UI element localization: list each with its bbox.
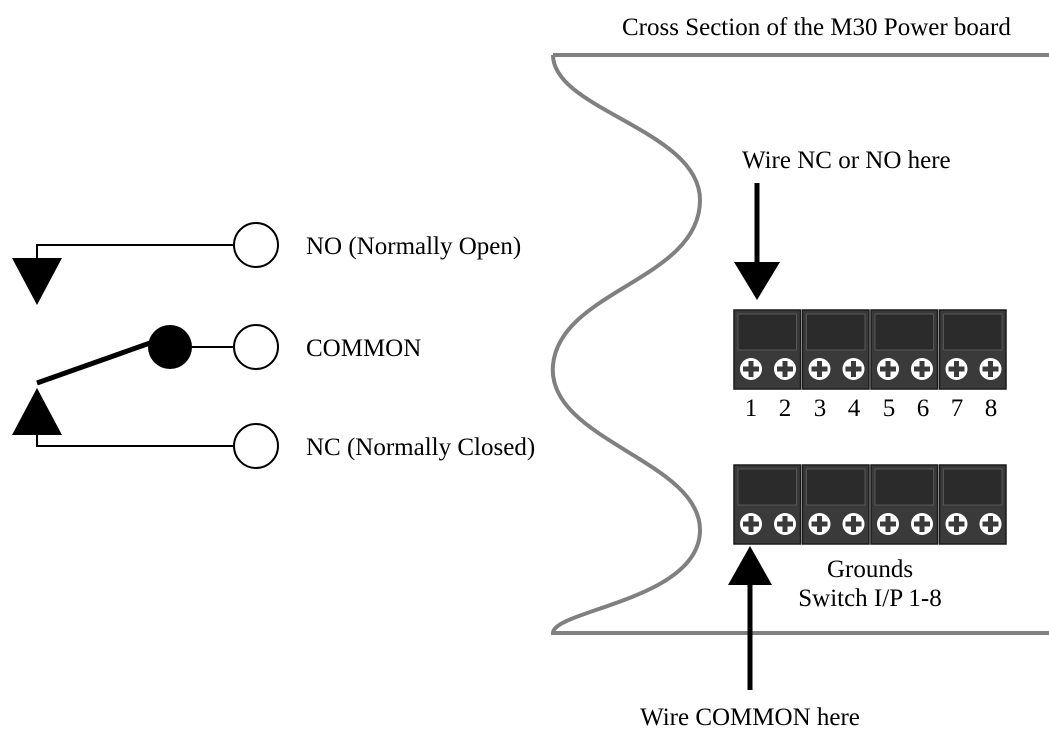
screw-slot	[851, 361, 856, 377]
terminal-block-top	[943, 313, 1003, 351]
label-nc: NC (Normally Closed)	[306, 434, 535, 461]
terminal-block-top	[737, 313, 797, 351]
terminal-number: 7	[951, 395, 964, 422]
screw-slot	[885, 516, 891, 532]
no-terminal-circle	[233, 222, 279, 268]
terminal-strip-bottom	[733, 464, 1007, 545]
switch-arm	[36, 340, 151, 386]
screw-slot	[954, 361, 959, 377]
label-grounds: Grounds	[827, 556, 913, 583]
board-title: Cross Section of the M30 Power board	[622, 14, 1011, 41]
terminal-number: 5	[883, 395, 896, 422]
terminal-number: 4	[848, 395, 861, 422]
screw-slot	[988, 361, 993, 377]
terminal-number: 6	[917, 395, 930, 422]
arrow-up	[728, 546, 772, 690]
screw-slot	[919, 516, 925, 532]
switch-symbol	[12, 222, 279, 469]
screw-slot	[919, 361, 925, 377]
screw-slot	[748, 516, 754, 532]
screw-slot	[885, 361, 891, 377]
label-switch-ip: Switch I/P 1-8	[798, 585, 942, 612]
common-pivot-dot	[148, 325, 192, 369]
label-no: NO (Normally Open)	[306, 233, 521, 260]
terminal-strip-top	[733, 309, 1007, 390]
label-wire-nc-no: Wire NC or NO here	[742, 147, 951, 174]
screw-slot	[988, 516, 993, 532]
no-contact-triangle	[12, 258, 62, 305]
no-wire	[36, 244, 234, 270]
terminal-number: 2	[779, 395, 792, 422]
common-terminal-circle	[233, 324, 279, 370]
screw-slot	[817, 516, 822, 532]
terminal-block-top	[737, 468, 797, 506]
arrow-down	[734, 183, 780, 300]
nc-terminal-circle	[233, 423, 279, 469]
screw-slot	[748, 361, 754, 377]
terminal-number: 8	[985, 395, 998, 422]
screw-slot	[782, 361, 788, 377]
label-common: COMMON	[306, 335, 421, 362]
terminal-block-top	[874, 468, 934, 506]
terminal-block-top	[806, 313, 866, 351]
nc-contact-triangle	[12, 388, 62, 435]
terminal-block-top	[806, 468, 866, 506]
label-wire-common: Wire COMMON here	[640, 704, 860, 731]
screw-slot	[954, 516, 959, 532]
terminal-number: 1	[745, 395, 758, 422]
screw-slot	[851, 516, 856, 532]
board-outline	[550, 53, 1049, 635]
terminal-numbers: 1 2 3 4 5 6 7 8	[745, 395, 998, 422]
terminal-block-top	[874, 313, 934, 351]
terminal-number: 3	[814, 395, 827, 422]
nc-wire	[36, 435, 234, 447]
screw-slot	[782, 516, 788, 532]
terminal-block-top	[943, 468, 1003, 506]
screw-slot	[817, 361, 822, 377]
